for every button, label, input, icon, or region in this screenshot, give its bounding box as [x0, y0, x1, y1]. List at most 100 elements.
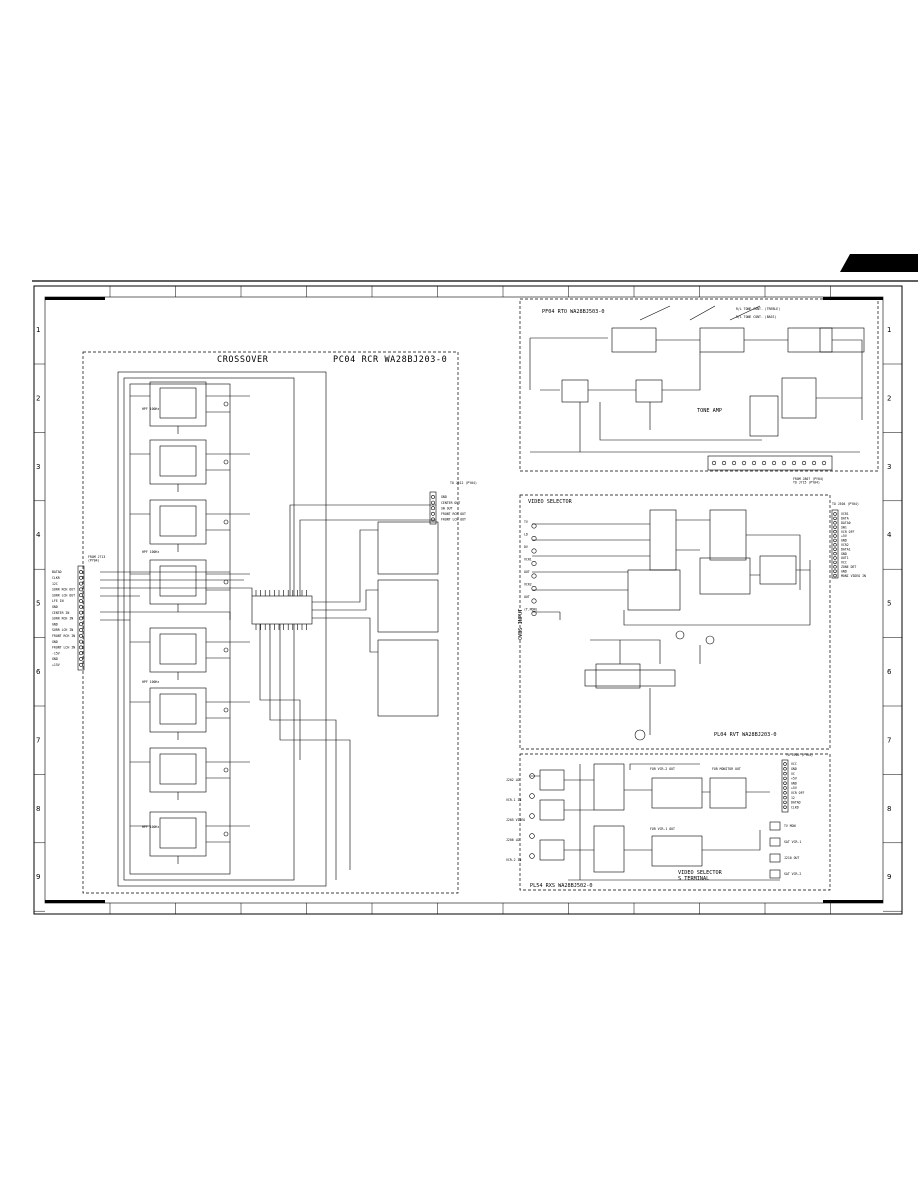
video-right-pin-label: SW1	[841, 525, 847, 529]
grid-row-label-right: 5	[887, 600, 891, 608]
crossover-opamp-block-3	[377, 639, 439, 717]
grid-row-label-left: 2	[36, 394, 40, 402]
video-to-connector: TO J504 (PY04)	[832, 502, 859, 506]
tone-ctrl-bass: R/L TONE CONT. (BASS)	[736, 315, 776, 319]
video-right-pin-label: DATA0	[841, 521, 851, 525]
grid-ticks	[109, 286, 831, 914]
crossover-left-pin-label: BATAD	[52, 570, 62, 574]
crossover-left-pin-label: GND	[52, 622, 58, 626]
tone-ctrl-treble: R/L TONE CONT. (TREBLE)	[736, 307, 780, 311]
video-right-pin-label: DATA1	[841, 547, 851, 551]
tone-circuit	[529, 305, 865, 453]
crossover-left-pin-label: SURR RCH IN	[52, 617, 73, 621]
grid-row-label-right: 3	[887, 463, 891, 471]
s-terminal-right-pin-label: DATAD	[791, 801, 801, 805]
video-right-pin-label: GND	[841, 552, 847, 556]
crossover-left-pin-label: -15V	[52, 651, 60, 655]
crossover-left-pin-label: SURR LCH IN	[52, 628, 73, 632]
tone-connector	[707, 455, 833, 471]
video-right-pin-label: VCR2	[841, 543, 849, 547]
grid-row-label-right: 2	[887, 394, 891, 402]
s-terminal-right-pin-label: VC	[791, 772, 795, 776]
video-input-label: VCR1	[524, 558, 532, 562]
grid-row-label-left: 3	[36, 463, 40, 471]
crossover-right-pin-label: CENTER OUT	[441, 501, 460, 505]
s-terminal-circuit	[530, 763, 780, 881]
tone-from-label: FROM J807 (PY04)TO J715 (PY04)	[793, 477, 824, 485]
grid-row-label-left: 5	[36, 600, 40, 608]
for-vcr1-label: FOR VCR-1 OUT	[650, 827, 675, 831]
s-terminal-right-jack-label: SAT VCR-2	[784, 872, 801, 876]
video-right-pin-label: OUT1	[841, 556, 849, 560]
crossover-from-connector: FROM J713(PY04)	[88, 555, 105, 563]
video-input-label: TV	[524, 520, 528, 524]
video-input-label: VCR2	[524, 583, 532, 587]
video-input-label: (T.MON)	[524, 608, 538, 612]
crossover-left-pin-label: FRONT RCH IN	[52, 634, 75, 638]
hpf-label-1: HPF 100Hz	[142, 407, 159, 411]
grid-row-label-right: 7	[887, 736, 891, 744]
drawing-border	[44, 296, 884, 904]
grid-row-label-left: 8	[36, 805, 40, 813]
grid-row-label-left: 6	[36, 668, 41, 676]
s-terminal-right-jack-label: J210 OUT	[784, 856, 799, 860]
s-terminal-board-outline	[519, 753, 831, 891]
crossover-title: CROSSOVER	[217, 355, 269, 365]
grid-row-label-left: 4	[36, 531, 41, 539]
s-terminal-left-jack-label: J205 VIDEO	[506, 818, 525, 822]
s-terminal-right-pin-label: CLKD	[791, 805, 799, 809]
video-selector-title: VIDEO SELECTOR	[528, 499, 573, 505]
tone-board-id: PF04 RTO WA28BJ503-0	[542, 309, 604, 315]
s-terminal-right-pin-label: 12	[791, 796, 795, 800]
video-right-connector	[831, 509, 839, 579]
crossover-left-pin-label: SURR RCH OUT	[52, 588, 75, 592]
s-terminal-right-jack-label: TV MON	[784, 824, 796, 828]
border-corner-bars	[45, 297, 883, 903]
video-right-pin-label: ZONE DET	[841, 565, 856, 569]
crossover-left-pin-label: SURR LCH OUT	[52, 593, 75, 597]
cvbs-input-label: CVBS INPUT	[518, 609, 524, 640]
crossover-right-pin-label: FRONT RCH OUT	[441, 512, 466, 516]
tone-connector-pins	[711, 460, 827, 466]
crossover-left-pin-label: LFE IN	[52, 599, 64, 603]
crossover-switch-ic-pins	[255, 590, 307, 630]
crossover-opamp-block-1	[377, 521, 439, 575]
s-terminal-right-pin-label: +5V	[791, 786, 797, 790]
hpf-label-2: HPF 100Hz	[142, 550, 159, 554]
hpf-label-4: HPF 100Hz	[142, 825, 159, 829]
crossover-left-pin-label: GND	[52, 605, 58, 609]
s-terminal-left-jack-label: VCR-1 IN	[506, 798, 521, 802]
for-vcr2-label: FOR VCR-2 OUT	[650, 767, 675, 771]
s-terminal-right-pin-label: +5V	[791, 777, 797, 781]
crossover-left-pin-label: CENTER IN	[52, 611, 69, 615]
crossover-board-outline	[82, 351, 459, 894]
crossover-board-id: PC04 RCR WA28BJ203-0	[333, 355, 447, 365]
s-terminal-right-pin-label: GND	[791, 781, 797, 785]
grid-row-label-right: 1	[887, 326, 891, 334]
grid-row-label-right: 4	[887, 531, 892, 539]
video-circuit	[532, 509, 811, 741]
video-input-label: DV	[524, 545, 528, 549]
crossover-switch-ic	[251, 595, 313, 625]
tone-amp-label: TONE AMP	[697, 408, 722, 414]
s-terminal-right-connector	[781, 759, 789, 813]
s-terminal-right-pin-label: GND	[791, 767, 797, 771]
grid-row-label-right: 6	[887, 668, 892, 676]
crossover-right-pin-label: SW OUT	[441, 506, 453, 510]
video-right-pin-label: GND	[841, 539, 847, 543]
crossover-wiring	[100, 504, 436, 880]
video-input-label: LD	[524, 533, 528, 537]
for-monitor-label: FOR MONITOR OUT	[712, 767, 741, 771]
crossover-left-pin-label: GND	[52, 640, 58, 644]
video-right-pin-label: DATA	[841, 517, 849, 521]
video-right-pin-label: GND	[841, 569, 847, 573]
